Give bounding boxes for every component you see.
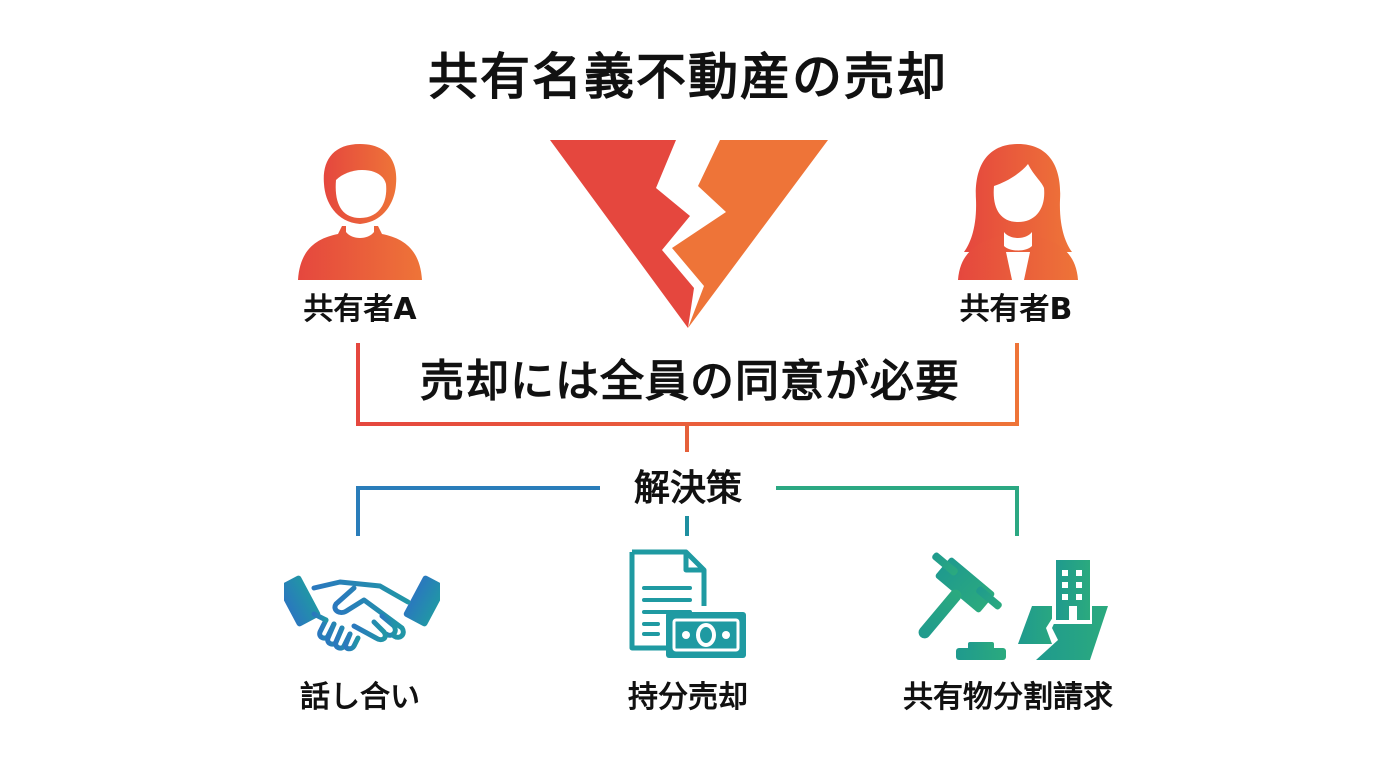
solution-share-sale-label: 持分売却 — [628, 680, 748, 715]
handshake-icon — [284, 575, 440, 652]
solution-partition-claim — [912, 548, 1108, 664]
solutions-heading: 解決策 — [600, 464, 776, 514]
owner-a — [292, 140, 428, 280]
solution-share-sale — [628, 548, 748, 660]
document-money-icon — [629, 549, 746, 658]
solution-discussion-label: 話し合い — [300, 680, 420, 715]
requirement-text: 売却には全員の同意が必要 — [420, 356, 960, 407]
owner-b — [950, 140, 1086, 280]
center-icon — [548, 138, 830, 330]
solution-partition-claim-label: 共有物分割請求 — [903, 680, 1113, 715]
gavel-building-icon — [918, 552, 1108, 660]
owner-b-label: 共有者B — [959, 292, 1073, 327]
page-title: 共有名義不動産の売却 — [428, 48, 948, 106]
broken-heart-icon — [550, 140, 828, 328]
solution-discussion — [284, 556, 440, 656]
owner-a-label: 共有者A — [303, 292, 417, 327]
male-person-icon — [298, 144, 422, 280]
female-person-icon — [958, 144, 1078, 280]
